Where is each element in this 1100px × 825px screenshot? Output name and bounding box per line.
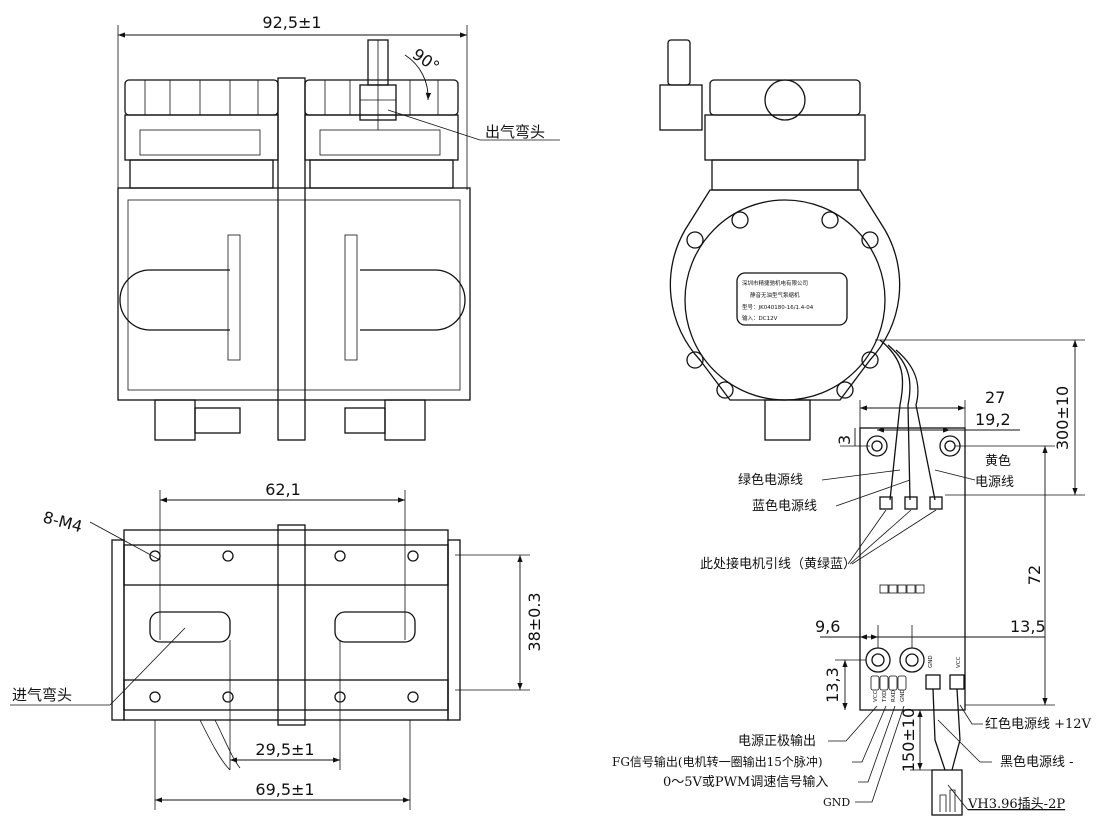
label-black: 黑色电源线 -	[1000, 754, 1074, 770]
silk-vcc: VCC	[956, 656, 962, 668]
silk-pin-gnd: GND	[900, 689, 906, 702]
nameplate-input: 输入：DC12V	[742, 314, 778, 322]
hole-label: 8-M4	[41, 508, 84, 537]
silk-gnd: GND	[928, 655, 934, 668]
silk-pin-vcc: VCC	[873, 690, 879, 702]
dim-top-offset: 3	[835, 435, 854, 445]
dim-hole-offset: 19,2	[975, 410, 1011, 429]
pcb-board	[859, 427, 966, 711]
label-power-pos: 电源正极输出	[738, 733, 816, 749]
dim-bottom-offset: 13,3	[823, 667, 842, 703]
label-connector: VH3.96插头-2P	[967, 797, 1065, 812]
front-view: 92,5±1 90° 出	[117, 13, 560, 441]
label-fg: FG信号输出(电机转一圈输出15个脉冲)	[612, 754, 823, 769]
width-dim: 92,5±1	[262, 13, 321, 32]
nameplate-product: 静音无油型气泵缩机	[750, 291, 800, 299]
base-width-dim: 69,5±1	[255, 780, 314, 799]
silk-pin-txd: TXD	[882, 691, 888, 703]
dim-cable-length: 150±10	[899, 708, 918, 772]
height-dim: 38±0.3	[525, 592, 544, 651]
angle-dim: 90°	[409, 44, 443, 76]
label-blue: 蓝色电源线	[752, 498, 817, 514]
label-red: 红色电源线 +12V	[985, 716, 1092, 732]
dim-left-offset: 9,6	[815, 617, 840, 636]
nameplate	[736, 272, 848, 326]
nameplate-model: 型号：JK040180-16/1.4-04	[742, 303, 814, 311]
dim-lead-length: 300±10	[1053, 386, 1072, 450]
inlet-label: 进气弯头	[12, 686, 72, 704]
hole-spacing-dim: 62,1	[265, 480, 301, 499]
dim-right-offset: 13,5	[1010, 617, 1046, 636]
label-green: 绿色电源线	[738, 472, 803, 488]
label-motor-leads: 此处接电机引线（黄绿蓝）	[700, 556, 856, 572]
inlet-spacing-dim: 29,5±1	[255, 740, 314, 759]
label-gnd: GND	[823, 796, 850, 809]
dim-height: 72	[1025, 565, 1044, 585]
label-yellow-1: 黄色	[985, 453, 1011, 469]
label-yellow-2: 电源线	[975, 475, 1014, 490]
pcb-drawing: GND VCC VCC TXD RXD GND 27 19,2 3 300±10…	[612, 339, 1092, 816]
dim-width: 27	[985, 388, 1005, 407]
label-speed: 0～5V或PWM调速信号输入	[663, 774, 828, 790]
silk-pin-rxd: RXD	[891, 690, 897, 702]
bottom-view: 62,1 8-M4 38±0.3 进气弯头 29,5±1 6	[10, 480, 544, 810]
outlet-label: 出气弯头	[485, 123, 545, 141]
nameplate-company: 深圳市精捷驰机电有限公司	[742, 279, 808, 287]
side-view: 深圳市精捷驰机电有限公司 静音无油型气泵缩机 型号：JK040180-16/1.…	[659, 39, 936, 501]
